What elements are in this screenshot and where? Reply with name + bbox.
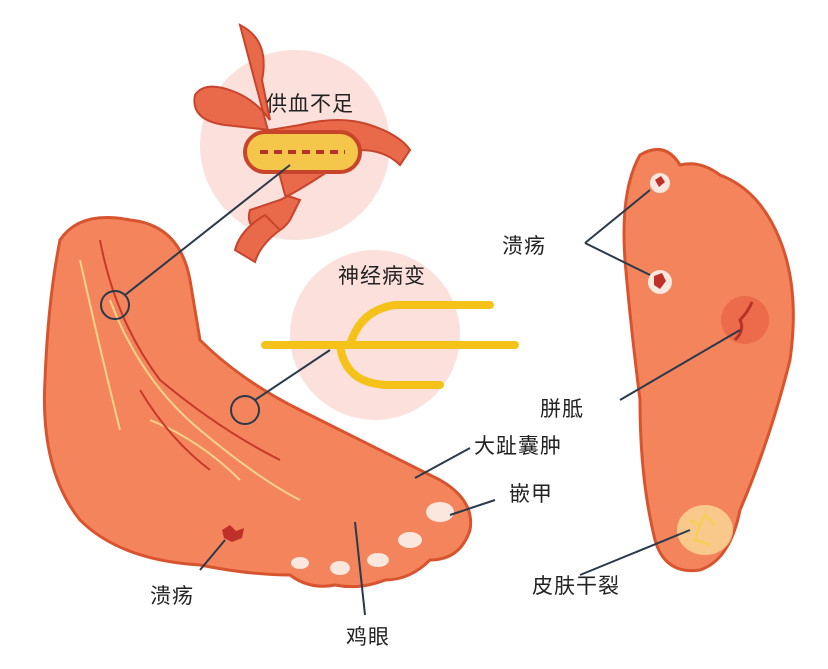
ulcer-mark — [222, 525, 244, 542]
label-ulcer-sole: 溃疡 — [502, 234, 546, 258]
label-corn: 鸡眼 — [346, 625, 390, 649]
nerve-icon — [261, 301, 519, 389]
label-cracked-skin: 皮肤干裂 — [532, 574, 620, 598]
label-bunion: 大趾囊肿 — [474, 434, 562, 458]
label-ischemia: 供血不足 — [266, 92, 354, 116]
label-callus: 胼胝 — [540, 397, 584, 421]
leader-lines — [100, 164, 741, 616]
label-neuropathy: 神经病变 — [338, 264, 426, 288]
label-ulcer-foot: 溃疡 — [150, 584, 194, 608]
nerve-bubble — [290, 250, 460, 420]
toenails — [291, 502, 454, 575]
sole-foot — [622, 147, 795, 573]
label-ingrown-nail: 嵌甲 — [509, 482, 553, 506]
